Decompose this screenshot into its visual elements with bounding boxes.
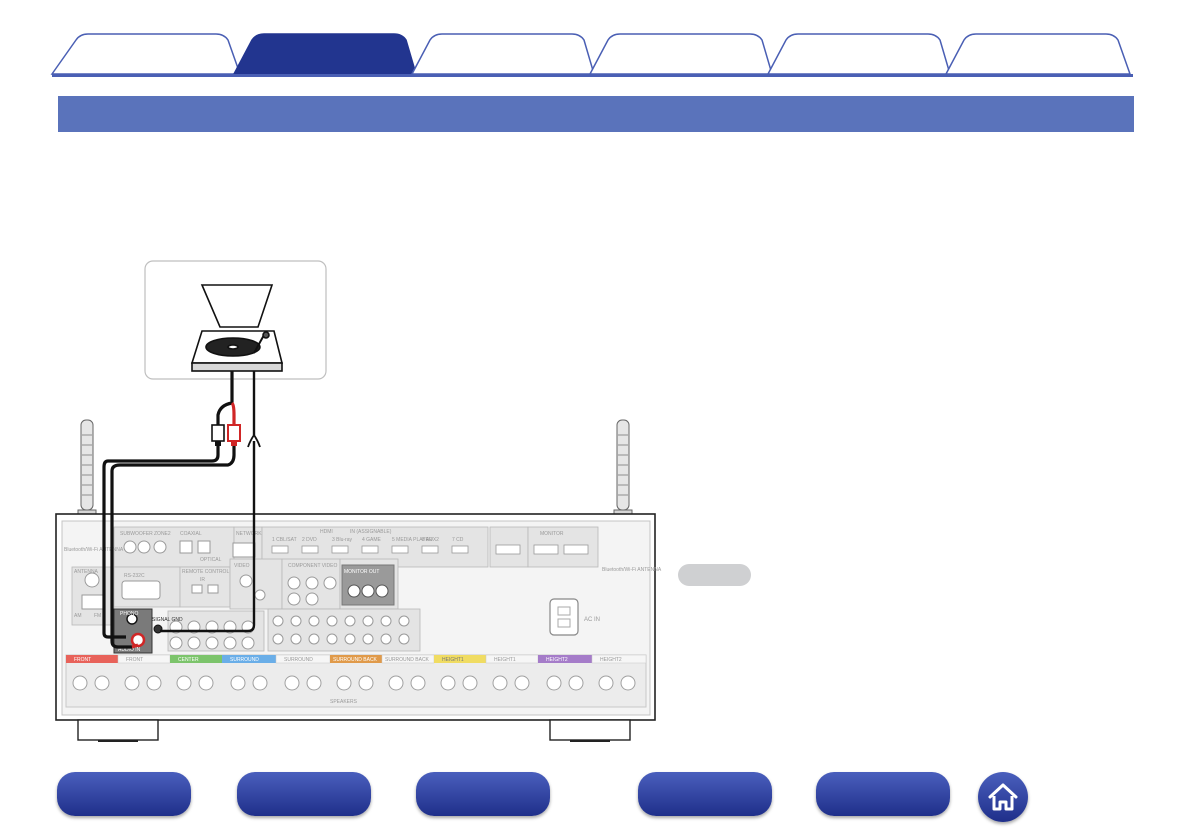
speaker-label-10: HEIGHT2 — [546, 657, 568, 663]
tab-6[interactable] — [944, 33, 1132, 75]
phono-jack-l — [126, 613, 138, 625]
connection-diagram: 1 CBL/SAT 2 DVD 3 Blu-ray 4 GAME 5 MEDIA… — [55, 260, 662, 742]
label-audio-in: AUDIO IN — [118, 647, 141, 653]
audio-cable — [102, 371, 236, 649]
note-pill — [678, 564, 751, 586]
speaker-label-7: SURROUND BACK — [385, 657, 430, 663]
foot-left — [77, 719, 159, 741]
label-rs232c: RS-232C — [124, 573, 145, 579]
middle-jacks — [81, 572, 337, 610]
foot-right — [549, 719, 631, 741]
hdmi-input-6: 6 AUX2 — [422, 537, 439, 543]
speaker-label-3: CENTER — [178, 657, 199, 663]
label-coaxial: COAXIAL — [180, 531, 202, 537]
rca-plugs — [211, 424, 241, 446]
label-wifi-left: Bluetooth/Wi-Fi ANTENNA — [64, 547, 124, 553]
tab-1[interactable] — [50, 33, 242, 75]
speaker-label-9: HEIGHT1 — [494, 657, 516, 663]
label-component-video: COMPONENT VIDEO — [288, 563, 337, 569]
tab-shapes — [50, 33, 1132, 75]
home-icon — [988, 783, 1018, 811]
label-antenna: ANTENNA — [74, 569, 99, 575]
label-hdmi: HDMI — [320, 529, 333, 535]
speaker-label-1: FRONT — [74, 657, 91, 663]
section-header — [58, 96, 1134, 132]
speaker-terminals — [72, 675, 636, 691]
ac-inlet[interactable] — [549, 598, 579, 636]
panel-labels: Bluetooth/Wi-Fi ANTENNA Bluetooth/Wi-Fi … — [64, 529, 662, 705]
hdmi-input-4: 4 GAME — [362, 537, 382, 543]
nav-button-3[interactable] — [416, 772, 550, 816]
phono-jack-r — [130, 632, 146, 648]
label-ir: IR — [200, 577, 205, 583]
label-subwoofer: SUBWOOFER — [120, 531, 153, 537]
hdmi-input-2: 2 DVD — [302, 537, 317, 543]
hdmi-input-5: 5 MEDIA PLAYER — [392, 537, 433, 543]
label-ac-in: AC IN — [584, 617, 600, 623]
nav-button-4[interactable] — [638, 772, 772, 816]
label-network: NETWORK — [236, 531, 262, 537]
label-zone2: ZONE2 — [154, 531, 171, 537]
speaker-label-8: HEIGHT1 — [442, 657, 464, 663]
tab-underline — [52, 74, 1133, 77]
speaker-label-5: SURROUND — [284, 657, 313, 663]
turntable-icon — [190, 284, 284, 372]
nav-button-1[interactable] — [57, 772, 191, 816]
label-in-assignable: IN (ASSIGNABLE) — [350, 529, 392, 535]
label-video: VIDEO — [234, 563, 250, 569]
hdmi-input-labels: 1 CBL/SAT 2 DVD 3 Blu-ray 4 GAME 5 MEDIA… — [272, 537, 464, 543]
tab-5[interactable] — [766, 33, 952, 75]
label-optical: OPTICAL — [200, 557, 222, 563]
audio-in-jacks — [169, 615, 410, 650]
ground-wire — [160, 371, 261, 633]
label-speakers: SPEAKERS — [330, 699, 358, 705]
label-monitor: MONITOR — [540, 531, 564, 537]
nav-button-2[interactable] — [237, 772, 371, 816]
label-phono: PHONO — [120, 611, 138, 617]
hdmi-ports — [271, 544, 589, 555]
label-wifi-right: Bluetooth/Wi-Fi ANTENNA — [602, 567, 662, 573]
tab-2[interactable] — [232, 33, 418, 75]
tab-4[interactable] — [588, 33, 774, 75]
label-remote-control: REMOTE CONTROL — [182, 569, 229, 575]
hdmi-input-1: 1 CBL/SAT — [272, 537, 297, 543]
speaker-label-6: SURROUND BACK — [333, 657, 378, 663]
top-jacks — [123, 540, 256, 558]
label-signal-gnd: SIGNAL GND — [152, 617, 183, 623]
speaker-label-11: HEIGHT2 — [600, 657, 622, 663]
label-monitor-out: MONITOR OUT — [344, 569, 379, 575]
hdmi-input-3: 3 Blu-ray — [332, 537, 353, 543]
speaker-label-2: FRONT — [126, 657, 143, 663]
nav-button-5[interactable] — [816, 772, 950, 816]
label-am: AM — [74, 613, 82, 619]
tab-3[interactable] — [410, 33, 596, 75]
label-fm: FM — [94, 613, 101, 619]
hdmi-input-7: 7 CD — [452, 537, 464, 543]
tab-bar — [0, 0, 1191, 80]
home-button[interactable] — [978, 772, 1028, 822]
speaker-label-4: SURROUND — [230, 657, 259, 663]
speaker-labels: FRONT FRONT CENTER SURROUND SURROUND SUR… — [74, 657, 622, 663]
